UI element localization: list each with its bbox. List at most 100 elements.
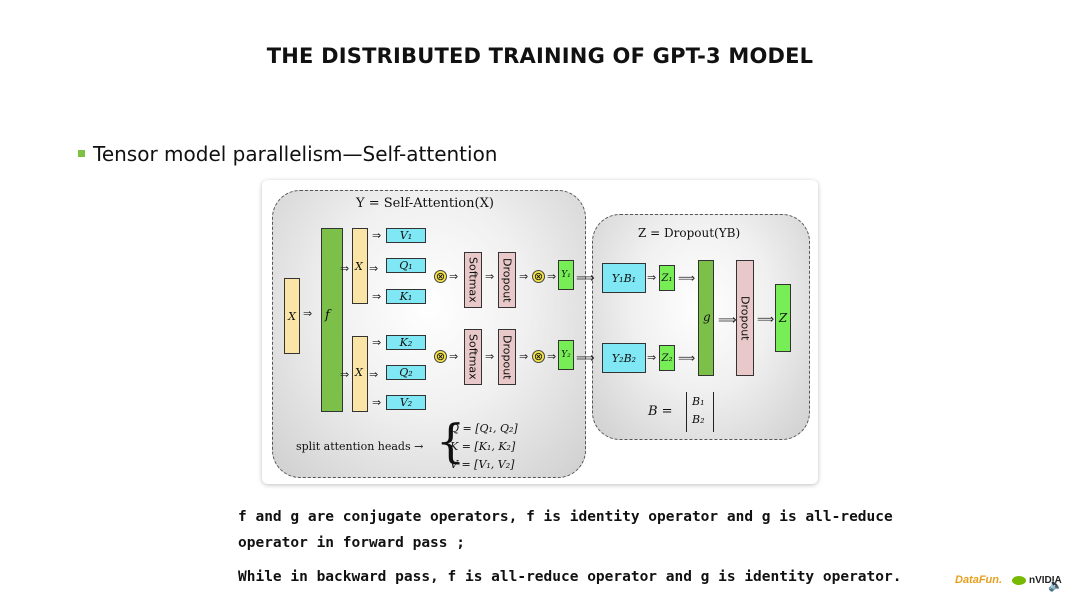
z1-label: Z₁ <box>661 272 673 284</box>
long-arrow-icon: ⟹ <box>718 312 737 327</box>
arrow-icon: ⇒ <box>519 351 529 363</box>
x2-label: X <box>355 366 363 379</box>
v2-label: V₂ <box>399 396 413 409</box>
multiply-icon: ⊗ <box>532 350 545 363</box>
x1-label: X <box>355 260 363 273</box>
self-attention-region <box>272 190 586 478</box>
bullet-marker <box>78 150 85 157</box>
nvidia-wordmark: nVIDIA <box>1029 575 1062 586</box>
y2-box: Y₂ <box>558 340 574 370</box>
arrow-icon: ⇒ <box>340 369 350 381</box>
z-output-box: Z <box>775 284 791 352</box>
x-input-label: X <box>288 309 296 323</box>
footer-line-1: f and g are conjugate operators, f is id… <box>238 509 893 525</box>
nvidia-eye-icon <box>1012 575 1026 585</box>
y2b2-label: Y₂B₂ <box>611 351 637 365</box>
long-arrow-icon: ⟹ <box>576 350 595 365</box>
y2b2-box: Y₂B₂ <box>602 343 646 373</box>
softmax-label: Softmax <box>466 257 480 303</box>
q1-box: Q₁ <box>386 258 426 273</box>
speaker-icon[interactable]: 🔈 <box>1048 578 1063 592</box>
y1b1-label: Y₁B₁ <box>611 271 637 285</box>
split-heads-label: split attention heads → <box>296 440 424 453</box>
v1-box: V₁ <box>386 228 426 243</box>
arrow-icon: ⇒ <box>485 271 495 283</box>
multiply-icon: ⊗ <box>434 270 447 283</box>
y1b1-box: Y₁B₁ <box>602 263 646 293</box>
arrow-icon: ⇒ <box>647 352 657 364</box>
v2-box: V₂ <box>386 395 426 410</box>
f-operator-bar <box>321 228 343 412</box>
arrow-icon: ⇒ <box>547 271 557 283</box>
dropout-region-title: Z = Dropout(YB) <box>638 226 741 240</box>
z1-box: Z₁ <box>659 265 675 291</box>
arrow-icon: ⇒ <box>372 230 382 242</box>
dropout-region <box>592 214 810 440</box>
multiply-icon: ⊗ <box>532 270 545 283</box>
dropout-box-1: Dropout <box>498 252 516 308</box>
y1-label: Y₁ <box>561 270 571 280</box>
k1-label: K₁ <box>399 290 413 303</box>
softmax-label: Softmax <box>466 334 480 380</box>
brace-icon: { <box>436 414 466 468</box>
arrow-icon: ⇒ <box>485 351 495 363</box>
z2-box: Z₂ <box>659 345 675 371</box>
arrow-icon: ⇒ <box>647 272 657 284</box>
z2-label: Z₂ <box>661 352 673 364</box>
arrow-icon: ⇒ <box>372 337 382 349</box>
arrow-icon: ⇒ <box>449 351 459 363</box>
k2-box: K₂ <box>386 335 426 350</box>
z-output-label: Z <box>778 311 788 325</box>
f-operator-label: f <box>325 308 330 323</box>
diagram-panel: Y = Self-Attention(X) Z = Dropout(YB) X … <box>262 180 818 484</box>
dropout-box-2: Dropout <box>498 329 516 385</box>
q2-box: Q₂ <box>386 365 426 380</box>
bullet-heading: Tensor model parallelism—Self-attention <box>78 142 497 166</box>
g-operator-bar <box>698 260 714 376</box>
self-attention-title: Y = Self-Attention(X) <box>356 196 494 211</box>
x1-box <box>352 228 368 304</box>
k1-box: K₁ <box>386 289 426 304</box>
dropout-label: Dropout <box>500 257 514 303</box>
k-definition: K = [K₁, K₂] <box>450 440 516 453</box>
arrow-icon: ⇒ <box>369 369 379 381</box>
dropout-label: Dropout <box>500 334 514 380</box>
g-operator-label: g <box>703 310 711 324</box>
x-input-box: X <box>284 278 300 354</box>
v-definition: V = [V₁, V₂] <box>450 458 515 471</box>
arrow-icon: ⇒ <box>369 263 379 275</box>
x2-box <box>352 336 368 412</box>
long-arrow-icon: ⟹ <box>757 312 775 326</box>
arrow-icon: ⇒ <box>372 397 382 409</box>
softmax-box-1: Softmax <box>464 252 482 308</box>
bullet-text: Tensor model parallelism—Self-attention <box>93 142 498 166</box>
final-dropout-box: Dropout <box>736 260 754 376</box>
b1-label: B₁ <box>692 395 705 408</box>
q-definition: Q = [Q₁, Q₂] <box>450 422 518 435</box>
k2-label: K₂ <box>399 336 413 349</box>
long-arrow-icon: ⟹ <box>576 270 595 285</box>
arrow-icon: ⇒ <box>449 271 459 283</box>
arrow-icon: ⇒ <box>519 271 529 283</box>
b-matrix: B₁ B₂ <box>686 392 714 432</box>
arrow-icon: ⇒ <box>303 308 313 320</box>
y2-label: Y₂ <box>561 350 571 360</box>
arrow-icon: ⇒ <box>547 351 557 363</box>
softmax-box-2: Softmax <box>464 329 482 385</box>
page-title: THE DISTRIBUTED TRAINING OF GPT-3 MODEL <box>266 44 814 68</box>
long-arrow-icon: ⟹ <box>678 271 696 285</box>
v1-label: V₁ <box>399 229 413 242</box>
q1-label: Q₁ <box>399 259 413 272</box>
dropout-label: Dropout <box>738 295 752 341</box>
footer-line-2: operator in forward pass ; <box>238 535 465 551</box>
arrow-icon: ⇒ <box>372 291 382 303</box>
datafun-logo: DataFun. <box>955 574 1003 586</box>
arrow-icon: ⇒ <box>340 263 350 275</box>
b-definition-lhs: B = <box>648 404 673 419</box>
nvidia-logo: nVIDIA <box>1012 575 1062 586</box>
q2-label: Q₂ <box>399 366 413 379</box>
multiply-icon: ⊗ <box>434 350 447 363</box>
footer-line-3: While in backward pass, f is all-reduce … <box>238 569 902 585</box>
b2-label: B₂ <box>692 413 705 426</box>
y1-box: Y₁ <box>558 260 574 290</box>
